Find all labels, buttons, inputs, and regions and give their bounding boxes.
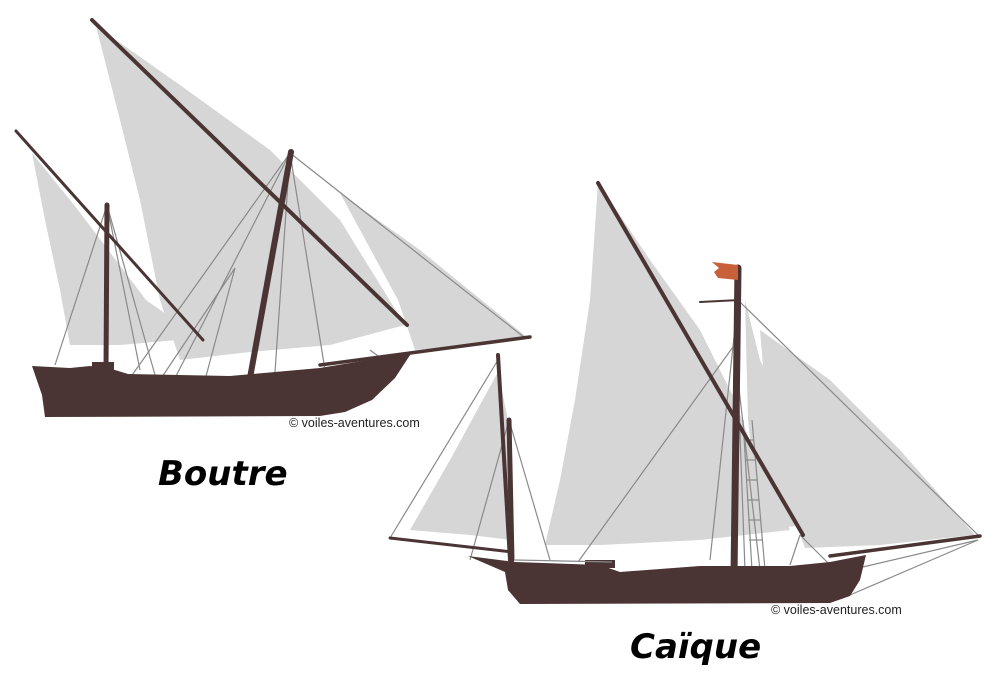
- caique-lateen-sail: [545, 183, 790, 545]
- caique-jib-sail: [760, 330, 975, 548]
- boutre-main-mast: [247, 149, 294, 381]
- caique-main-mast: [730, 264, 742, 579]
- boutre-copyright-credit: © voiles-aventures.com: [289, 416, 420, 430]
- boutre-hull: [32, 352, 412, 417]
- boutre-mizzen-sail: [32, 153, 200, 345]
- caique-mizzen-boom: [388, 536, 514, 554]
- boutre-jib-sail: [340, 193, 528, 350]
- boutre-main-yard: [90, 18, 409, 327]
- caique-deck-rail: [514, 559, 613, 563]
- caique-flag-icon: [712, 262, 738, 280]
- caique-ratlines: [742, 419, 766, 571]
- boutre-bowsprit: [318, 335, 532, 367]
- boutre-mizzen-yard: [14, 129, 205, 342]
- caique-deckhouse: [585, 560, 615, 568]
- boutre-title: Boutre: [158, 454, 288, 494]
- caique-ship: [388, 181, 982, 604]
- caique-copyright-credit: © voiles-aventures.com: [771, 603, 902, 617]
- caique-mizzen-sail: [410, 372, 512, 540]
- caique-mizzen-topmast: [506, 417, 515, 563]
- caique-hull: [468, 555, 866, 604]
- boutre-ship: [14, 18, 532, 417]
- boutre-deckhouse: [92, 362, 114, 370]
- caique-mizzen-mast: [496, 353, 512, 562]
- caique-bowsprit: [828, 534, 982, 558]
- caique-lateen-yard: [596, 181, 805, 537]
- boutre-main-sail: [96, 26, 405, 360]
- caique-title: Caïque: [630, 627, 762, 667]
- boutre-mizzen-mast: [103, 202, 110, 375]
- caique-crosstree: [699, 299, 741, 303]
- caique-topsail: [745, 300, 850, 530]
